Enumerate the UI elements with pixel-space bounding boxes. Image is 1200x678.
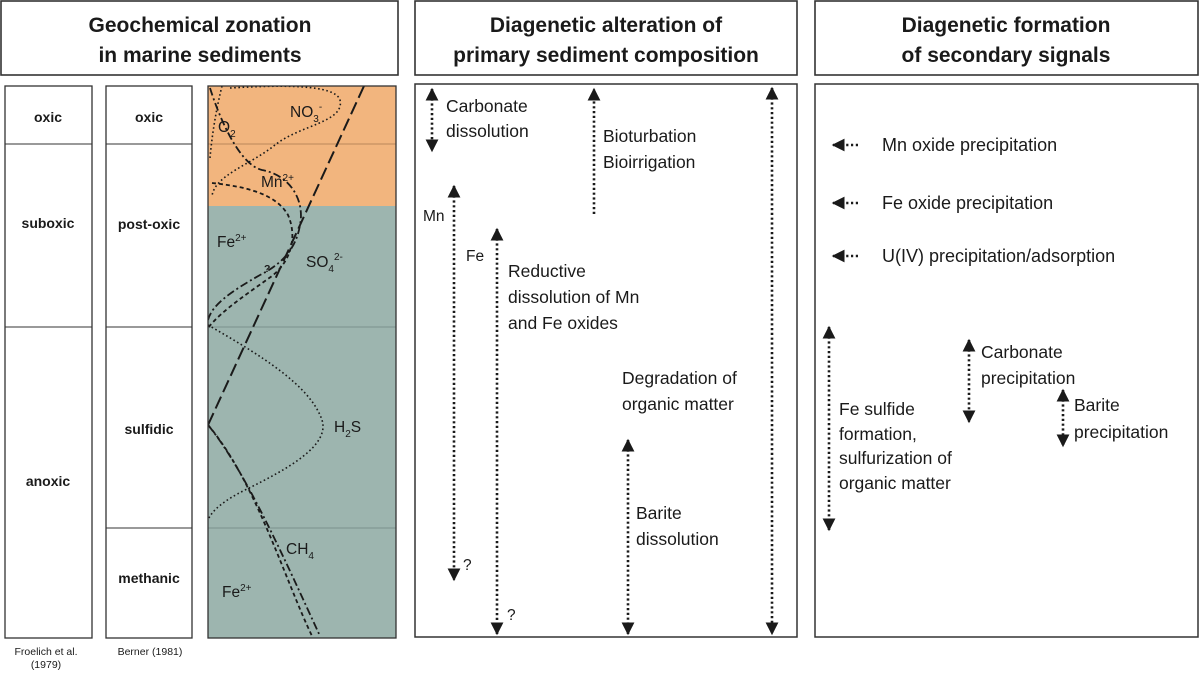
- berner-zone-postoxic: post-oxic: [118, 216, 180, 232]
- header-zonation: Geochemical zonation in marine sediments: [0, 0, 399, 76]
- berner-zone-sulfidic: sulfidic: [124, 421, 173, 437]
- header-alteration: Diagenetic alteration of primary sedimen…: [414, 0, 798, 76]
- anoxic-band: [208, 206, 396, 638]
- mn-profile: [208, 87, 302, 321]
- fe-upper-profile: [208, 182, 294, 329]
- froelich-zone-suboxic: suboxic: [22, 215, 75, 231]
- alteration-panel: Carbonate dissolution Bioturbation Bioir…: [414, 83, 798, 638]
- label-mn-arrow: Mn: [423, 208, 445, 225]
- label-ch4: CH4: [286, 541, 314, 562]
- label-degradation-1: Degradation of: [622, 368, 737, 388]
- label-fe-arrow: Fe: [466, 248, 484, 265]
- label-question-mn: ?: [463, 557, 472, 574]
- header-zonation-line2: in marine sediments: [98, 44, 301, 67]
- label-fe-sulfide-4: organic matter: [839, 473, 951, 493]
- label-degradation-2: organic matter: [622, 394, 734, 414]
- label-fe2-upper: Fe2+: [217, 233, 247, 251]
- label-reductive-3: and Fe oxides: [508, 313, 618, 333]
- profile-column: O2 NO3- Mn2+ Fe2+ ? SO42- H2S CH4 Fe2+: [207, 85, 397, 639]
- label-carbonate-dissolution-1: Carbonate: [446, 96, 528, 116]
- label-fe-sulfide-1: Fe sulfide: [839, 399, 915, 419]
- header-formation-line1: Diagenetic formation: [902, 14, 1111, 37]
- label-reductive-2: dissolution of Mn: [508, 287, 639, 307]
- citation-froelich-line1: Froelich et al.: [14, 646, 77, 658]
- label-barite-dissolution-2: dissolution: [636, 529, 719, 549]
- header-alteration-line2: primary sediment composition: [453, 44, 759, 67]
- label-no3: NO3-: [290, 102, 322, 125]
- so4-profile: [208, 86, 365, 426]
- label-fe-sulfide-3: sulfurization of: [839, 448, 952, 468]
- label-barite-precip-2: precipitation: [1074, 422, 1168, 442]
- header-formation: Diagenetic formation of secondary signal…: [814, 0, 1199, 76]
- header-alteration-line1: Diagenetic alteration of: [490, 14, 723, 37]
- label-uranium: U(IV) precipitation/adsorption: [882, 246, 1115, 266]
- label-bioturbation-2: Bioirrigation: [603, 152, 695, 172]
- label-carbonate-precip-2: precipitation: [981, 368, 1075, 388]
- label-fe2-lower: Fe2+: [222, 583, 252, 601]
- label-carbonate-precip-1: Carbonate: [981, 342, 1063, 362]
- label-o2: O2: [218, 119, 236, 140]
- header-zonation-line1: Geochemical zonation: [89, 14, 312, 37]
- label-question-fe: ?: [507, 607, 516, 624]
- fe-lower-profile: [208, 424, 313, 637]
- citation-berner: Berner (1981): [118, 646, 183, 658]
- label-mn-oxide: Mn oxide precipitation: [882, 135, 1057, 155]
- froelich-column: oxic suboxic anoxic: [4, 85, 93, 639]
- oxic-band: [208, 86, 396, 206]
- berner-column: oxic post-oxic sulfidic methanic: [105, 85, 193, 639]
- berner-zone-oxic: oxic: [135, 109, 163, 125]
- label-reductive-1: Reductive: [508, 261, 586, 281]
- label-carbonate-dissolution-2: dissolution: [446, 121, 529, 141]
- label-so4: SO42-: [306, 252, 343, 275]
- label-fe-sulfide-2: formation,: [839, 424, 917, 444]
- formation-panel: Mn oxide precipitation Fe oxide precipit…: [814, 83, 1199, 638]
- froelich-zone-oxic: oxic: [34, 109, 62, 125]
- label-barite-precip-1: Barite: [1074, 395, 1120, 415]
- header-formation-line2: of secondary signals: [902, 44, 1111, 67]
- label-bioturbation-1: Bioturbation: [603, 126, 696, 146]
- label-mn2: Mn2+: [261, 173, 294, 191]
- citation-froelich-line2: (1979): [31, 659, 61, 671]
- froelich-zone-anoxic: anoxic: [26, 473, 71, 489]
- label-h2s: H2S: [334, 419, 361, 440]
- label-barite-dissolution-1: Barite: [636, 503, 682, 523]
- label-fe-oxide: Fe oxide precipitation: [882, 193, 1053, 213]
- berner-zone-methanic: methanic: [118, 570, 180, 586]
- label-question-profile: ?: [264, 263, 270, 275]
- h2s-profile: [208, 324, 324, 521]
